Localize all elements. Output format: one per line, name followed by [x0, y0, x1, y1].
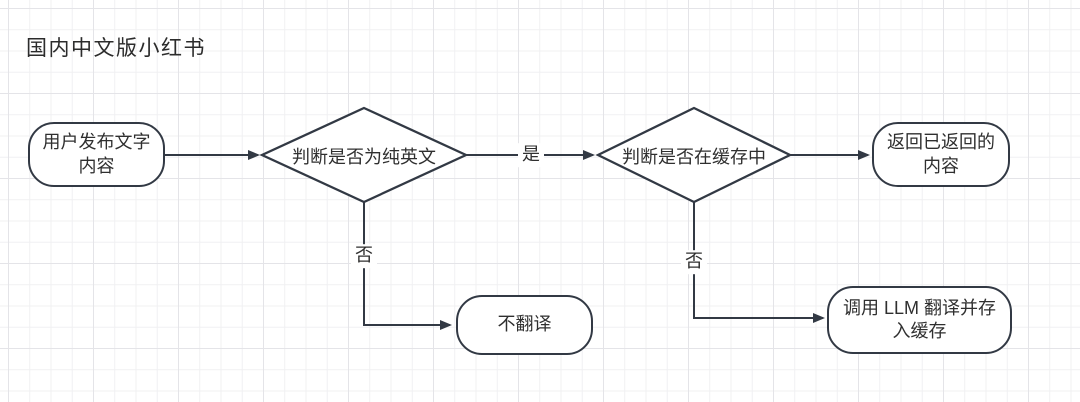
edge-in-cache-no-to-llm-translate[interactable]: [693, 202, 825, 323]
decision-pure-english-label[interactable]: 判断是否为纯英文: [292, 147, 436, 167]
edge-label-no-2[interactable]: 否: [681, 250, 707, 274]
decision-pure-english-shape[interactable]: [259, 106, 469, 204]
edge-label-no-1[interactable]: 否: [351, 244, 377, 268]
decision-in-cache-shape[interactable]: [595, 106, 793, 204]
diagram-title[interactable]: 国内中文版小红书: [26, 37, 206, 60]
node-llm-translate-label: 调用 LLM 翻译并存 入缓存: [842, 297, 997, 341]
node-return-content-label: 返回已返回的 内容: [887, 132, 995, 176]
edge-label-yes[interactable]: 是: [518, 143, 544, 167]
decision-in-cache-label[interactable]: 判断是否在缓存中: [622, 147, 766, 167]
edge-pure-english-no-to-no-translate[interactable]: [363, 202, 452, 330]
node-no-translate[interactable]: 不翻译: [456, 295, 593, 355]
node-llm-translate[interactable]: 调用 LLM 翻译并存 入缓存: [827, 286, 1012, 354]
node-user-post[interactable]: 用户发布文字 内容: [28, 122, 165, 187]
node-return-content[interactable]: 返回已返回的 内容: [872, 122, 1010, 187]
node-no-translate-label: 不翻译: [497, 314, 552, 335]
node-user-post-label: 用户发布文字 内容: [42, 132, 151, 176]
